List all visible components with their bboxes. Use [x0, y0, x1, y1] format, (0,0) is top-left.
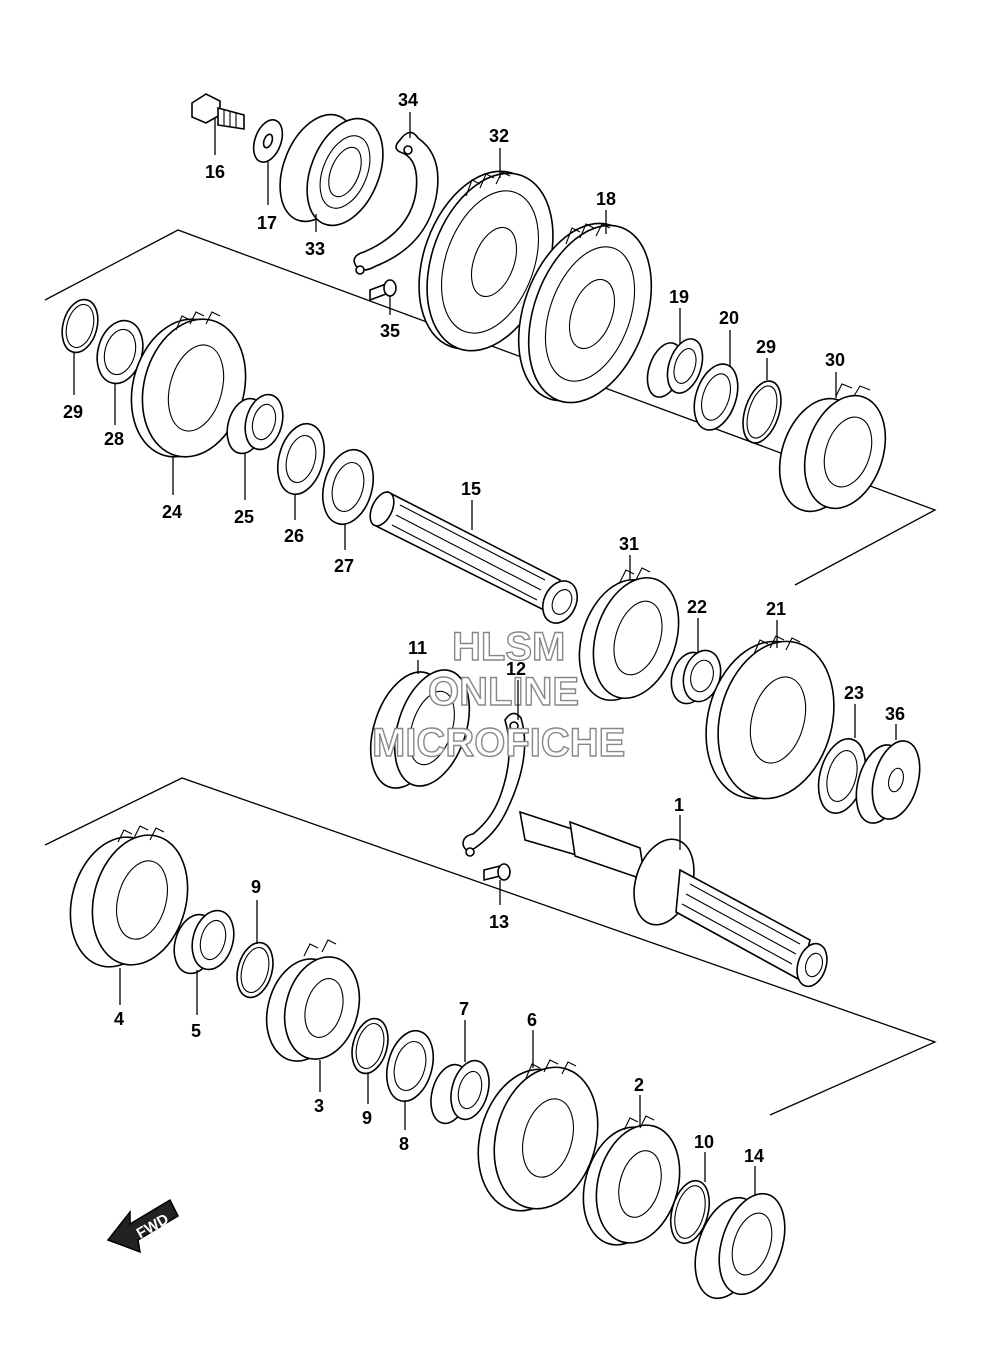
part-9-circlip-lower[interactable]	[346, 1015, 393, 1078]
watermark-line-1: HLSM	[452, 625, 565, 669]
callout-2[interactable]: 2	[634, 1075, 644, 1095]
callout-8[interactable]: 8	[399, 1134, 409, 1154]
leader-lines	[73, 112, 897, 1196]
part-15-shaft[interactable]	[365, 488, 583, 628]
callout-16[interactable]: 16	[205, 162, 225, 182]
watermark: HLSM ONLINE MICROFICHE	[371, 624, 626, 765]
part-31-gear[interactable]	[565, 567, 693, 712]
lower-assembly-frame	[44, 777, 937, 1116]
callouts: 16 17 33 34 35 32 18 19 20 29 30 29 28 2…	[63, 90, 905, 1166]
callout-7[interactable]: 7	[459, 999, 469, 1019]
callout-22[interactable]: 22	[687, 597, 707, 617]
part-12-retainer[interactable]	[462, 712, 526, 857]
part-29-circlip-left[interactable]	[57, 296, 104, 357]
forward-arrow-icon	[106, 1198, 179, 1254]
callout-19[interactable]: 19	[669, 287, 689, 307]
callout-6[interactable]: 6	[527, 1010, 537, 1030]
part-24-gear[interactable]	[117, 307, 261, 468]
part-1-shaft[interactable]	[518, 810, 832, 990]
part-35-screw[interactable]	[369, 279, 397, 302]
part-27-lock-washer[interactable]	[315, 444, 381, 530]
callout-4[interactable]: 4	[114, 1009, 124, 1029]
part-3-gear[interactable]	[256, 939, 370, 1070]
part-22-bushing[interactable]	[666, 646, 726, 708]
part-11-bearing[interactable]	[357, 660, 483, 797]
part-17-washer[interactable]	[248, 116, 287, 166]
part-34-retainer[interactable]	[353, 131, 439, 275]
part-2-gear[interactable]	[571, 1115, 692, 1255]
callout-25[interactable]: 25	[234, 507, 254, 527]
part-25-bushing[interactable]	[221, 390, 288, 457]
callout-9-lower[interactable]: 9	[362, 1108, 372, 1128]
callout-18[interactable]: 18	[596, 189, 616, 209]
callout-5[interactable]: 5	[191, 1021, 201, 1041]
part-30-gear[interactable]	[766, 383, 899, 522]
callout-11[interactable]: 11	[408, 638, 427, 658]
callout-32[interactable]: 32	[489, 126, 509, 146]
watermark-line-3: MICROFICHE	[372, 721, 625, 765]
callout-24[interactable]: 24	[162, 502, 182, 522]
part-26-lock-washer[interactable]	[270, 419, 331, 500]
callout-14[interactable]: 14	[744, 1146, 764, 1166]
part-21-gear[interactable]	[689, 628, 851, 812]
callout-12[interactable]: 12	[506, 659, 526, 679]
watermark-line-2: ONLINE	[428, 670, 579, 714]
callout-10[interactable]: 10	[694, 1132, 714, 1152]
part-13-screw[interactable]	[483, 863, 511, 882]
callout-21[interactable]: 21	[766, 599, 786, 619]
part-36-bearing[interactable]	[848, 736, 927, 829]
callout-30[interactable]: 30	[825, 350, 845, 370]
callout-20[interactable]: 20	[719, 308, 739, 328]
part-14-bearing[interactable]	[683, 1185, 796, 1306]
part-18-gear[interactable]	[496, 206, 674, 419]
callout-27[interactable]: 27	[334, 556, 354, 576]
part-10-circlip[interactable]	[664, 1176, 715, 1247]
callout-1[interactable]: 1	[674, 795, 684, 815]
part-7-bushing[interactable]	[425, 1056, 495, 1127]
part-29-circlip-right[interactable]	[736, 376, 788, 447]
part-20-washer[interactable]	[686, 358, 745, 435]
callout-29-right[interactable]: 29	[756, 337, 776, 357]
callout-33[interactable]: 33	[305, 239, 325, 259]
callout-34[interactable]: 34	[398, 90, 418, 110]
part-9-circlip-upper[interactable]	[231, 939, 278, 1002]
callout-17[interactable]: 17	[257, 213, 277, 233]
callout-31[interactable]: 31	[619, 534, 639, 554]
callout-23[interactable]: 23	[844, 683, 864, 703]
part-32-gear[interactable]	[396, 154, 576, 369]
part-6-gear[interactable]	[463, 1056, 613, 1223]
callout-9-upper[interactable]: 9	[251, 877, 261, 897]
part-16-bolt[interactable]	[191, 93, 245, 130]
callout-3[interactable]: 3	[314, 1096, 324, 1116]
part-33-bearing[interactable]	[265, 103, 397, 236]
callout-29-left[interactable]: 29	[63, 402, 83, 422]
part-19-bushing[interactable]	[641, 334, 709, 401]
part-8-washer[interactable]	[379, 1026, 440, 1107]
part-23-washer[interactable]	[811, 734, 873, 819]
callout-26[interactable]: 26	[284, 526, 304, 546]
fwd-arrow: FWD	[106, 1198, 179, 1254]
callout-15[interactable]: 15	[461, 479, 481, 499]
callout-35[interactable]: 35	[380, 321, 400, 341]
callout-28[interactable]: 28	[104, 429, 124, 449]
part-5-bushing[interactable]	[168, 906, 240, 978]
callout-13[interactable]: 13	[489, 912, 509, 932]
part-4-gear[interactable]	[56, 824, 201, 977]
callout-36[interactable]: 36	[885, 704, 905, 724]
